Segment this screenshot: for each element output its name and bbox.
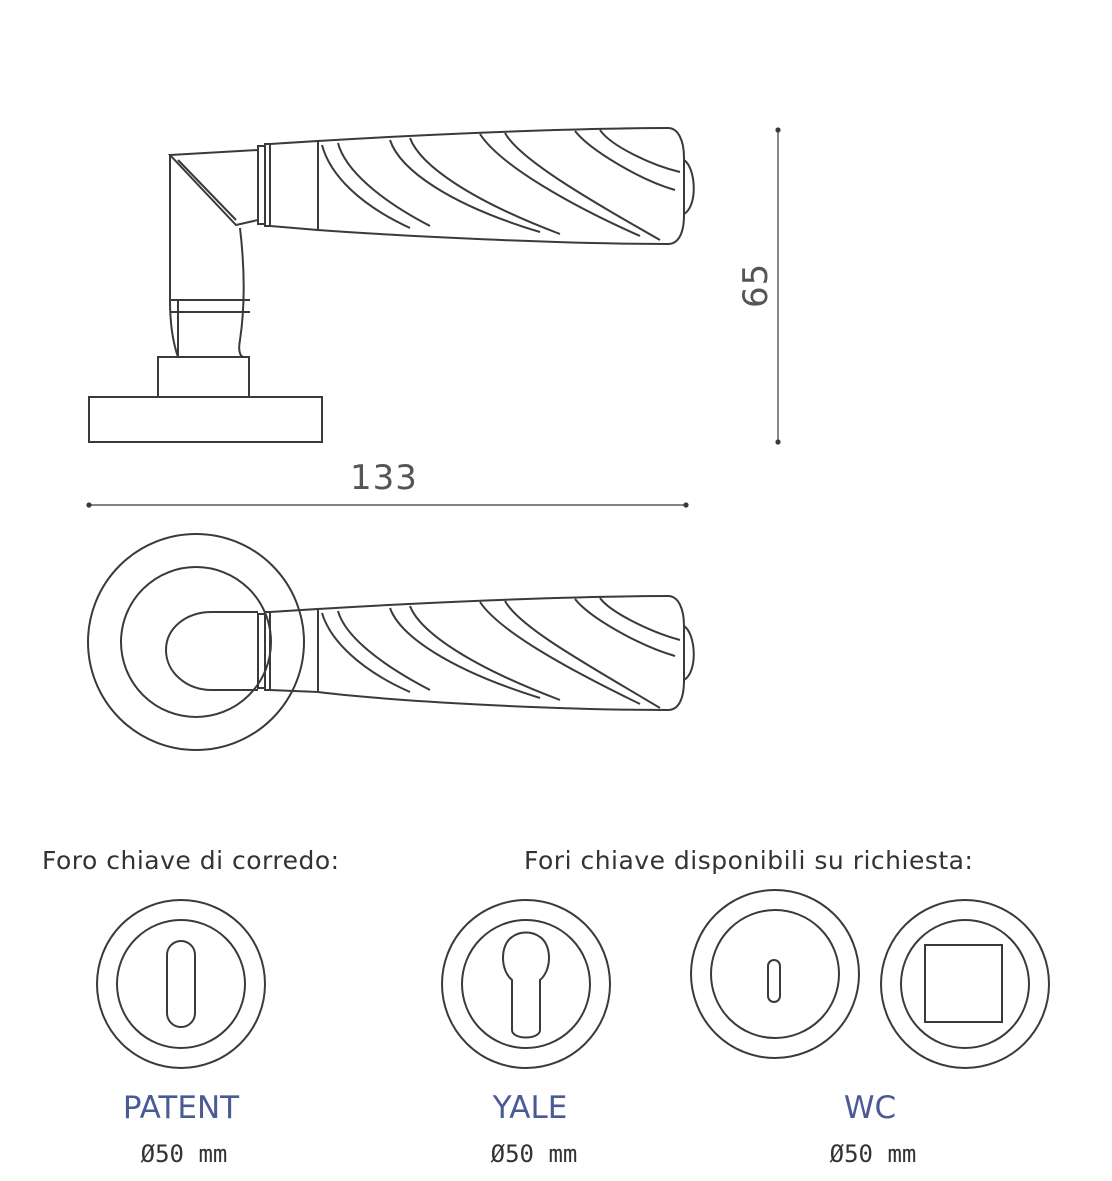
rose-yale [441,899,611,1069]
keyhole-size-yale: Ø50 mm [490,1140,578,1168]
rose-patent [96,899,266,1069]
keyhole-name-yale: YALE [492,1090,568,1126]
keyhole-size-patent: Ø50 mm [140,1140,228,1168]
dimension-line-height [775,127,781,445]
handle-front-view [87,533,695,751]
dimension-line-length [86,502,689,508]
handle-side-view [88,126,695,443]
keyhole-name-wc: WC [843,1090,897,1126]
dimension-length-label: 133 [350,458,418,498]
keyhole-size-wc: Ø50 mm [829,1140,917,1168]
heading-standard-keyhole: Foro chiave di corredo: [42,846,340,875]
rose-wc-square [880,899,1050,1069]
dimension-height-label: 65 [736,262,776,308]
heading-optional-keyholes: Fori chiave disponibili su richiesta: [524,846,974,875]
keyhole-name-patent: PATENT [122,1090,240,1126]
rose-wc-slot [690,889,860,1059]
